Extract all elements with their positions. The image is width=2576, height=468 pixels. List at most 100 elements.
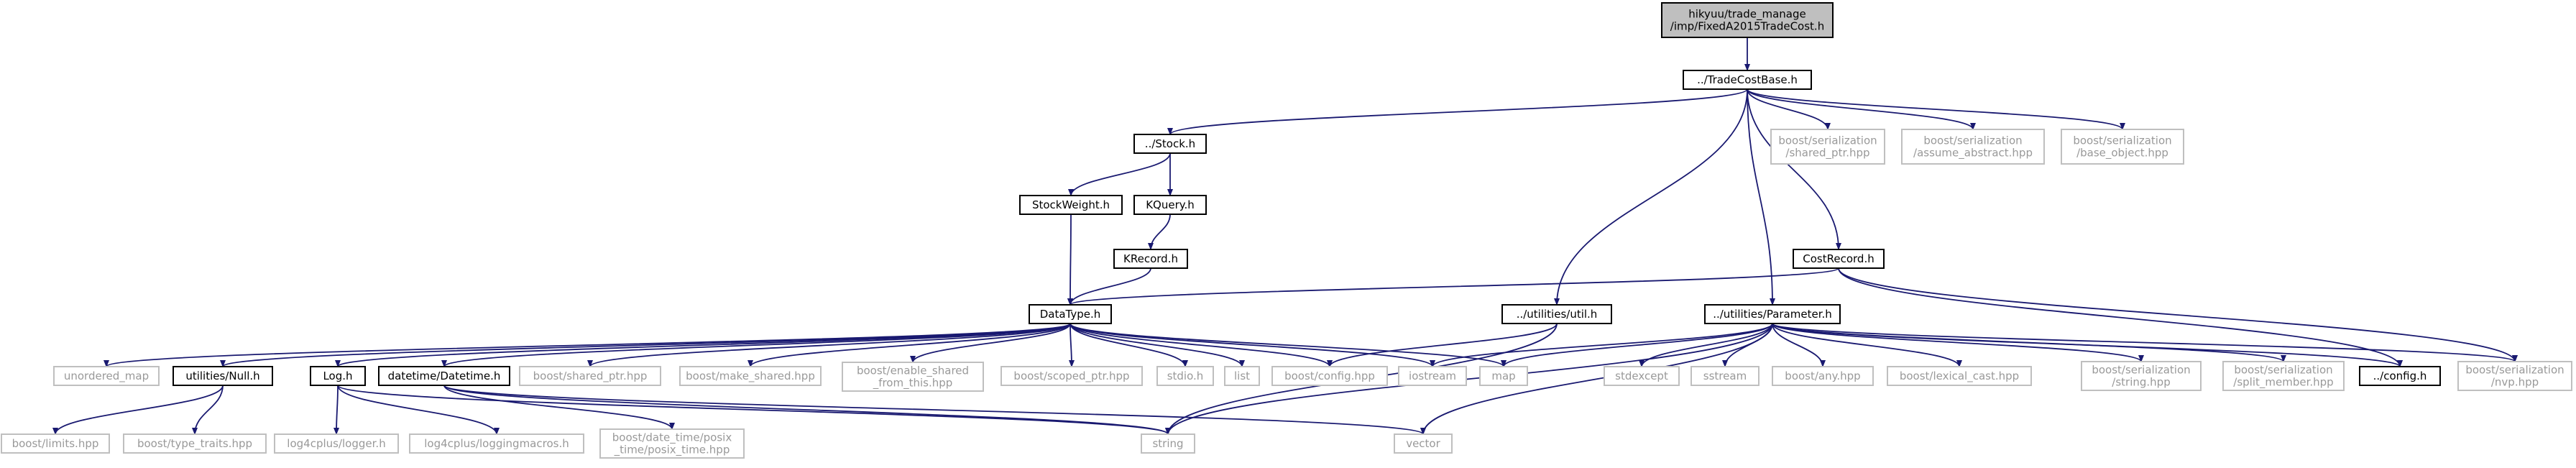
node-log[interactable]: Log.h: [310, 366, 366, 386]
node-label: CostRecord.h: [1803, 252, 1874, 265]
edge-param-to-ios: [1430, 323, 1773, 367]
edge-ddt-to-string: [443, 385, 1171, 435]
node-um: unordered_map: [53, 366, 160, 386]
edge-dt-to-log: [335, 323, 1071, 367]
node-box: [1772, 366, 1874, 386]
node-kr[interactable]: KRecord.h: [1113, 249, 1188, 269]
edge-param-to-stdexc: [1639, 323, 1773, 367]
node-label: boost/make_shared.hpp: [686, 370, 815, 383]
node-sw[interactable]: StockWeight.h: [1019, 195, 1123, 215]
edge-param-to-bss: [1772, 323, 2144, 362]
node-util[interactable]: ../utilities/util.h: [1501, 304, 1612, 324]
node-box: [1479, 366, 1528, 386]
edge-tcb-to-util: [1554, 88, 1748, 306]
node-label: ../TradeCostBase.h: [1697, 73, 1798, 86]
node-box: [53, 366, 160, 386]
node-label: sstream: [1703, 370, 1747, 382]
node-cr[interactable]: CostRecord.h: [1793, 249, 1885, 269]
node-bsm: boost/serialization/split_member.hpp: [2222, 361, 2345, 391]
node-bconf: boost/config.hpp: [1271, 366, 1388, 386]
node-label: boost/serialization: [1778, 134, 1877, 147]
node-label: stdio.h: [1167, 370, 1204, 382]
node-conf[interactable]: ../config.h: [2359, 366, 2441, 386]
edges-layer: [52, 37, 2518, 435]
edge-stock-to-sw: [1068, 152, 1171, 196]
edge-dt-to-ddt: [441, 323, 1071, 367]
node-label: utilities/Null.h: [185, 370, 259, 382]
node-label: ../config.h: [2373, 370, 2427, 382]
node-label: vector: [1406, 437, 1440, 450]
edge-tcb-to-sp: [1747, 88, 1831, 130]
node-box: [1, 433, 110, 454]
edge-dt-to-bsp: [587, 323, 1071, 367]
node-box: [1901, 129, 2045, 165]
node-label: Log.h: [323, 370, 352, 382]
node-label: stdexcept: [1615, 370, 1668, 382]
edge-tcb-to-param: [1747, 88, 1775, 306]
edge-dt-to-um: [104, 323, 1071, 367]
node-label: ../utilities/Parameter.h: [1713, 308, 1832, 321]
node-box: [1661, 2, 1834, 38]
node-param[interactable]: ../utilities/Parameter.h: [1704, 304, 1841, 324]
node-root[interactable]: hikyuu/trade_manage/imp/FixedA2015TradeC…: [1661, 2, 1834, 38]
node-box: [378, 366, 510, 386]
node-vector: vector: [1394, 433, 1453, 454]
edge-log-to-l4m: [337, 385, 500, 435]
edge-dt-to-null: [220, 323, 1071, 367]
node-box: [1113, 249, 1188, 269]
node-dt[interactable]: DataType.h: [1029, 304, 1112, 324]
node-label: /nvp.hpp: [2491, 376, 2539, 389]
edge-dt-to-bconf: [1070, 323, 1333, 367]
node-label: datetime/Datetime.h: [388, 370, 501, 382]
node-label: KRecord.h: [1123, 252, 1178, 265]
node-box: [2457, 361, 2572, 391]
edge-dt-to-bscp: [1068, 323, 1075, 367]
node-null[interactable]: utilities/Null.h: [172, 366, 273, 386]
node-box: [1793, 249, 1885, 269]
node-ddt[interactable]: datetime/Datetime.h: [378, 366, 510, 386]
node-label: hikyuu/trade_manage: [1688, 8, 1806, 22]
edge-dt-to-bms: [748, 323, 1071, 367]
node-box: [274, 433, 399, 454]
node-bss: boost/serialization/string.hpp: [2081, 361, 2202, 391]
node-label: boost/enable_shared: [857, 364, 969, 378]
node-box: [1604, 366, 1680, 386]
node-label: boost/scoped_ptr.hpp: [1013, 370, 1129, 383]
node-box: [1133, 134, 1207, 154]
node-bsp: boost/shared_ptr.hpp: [519, 366, 661, 386]
node-kq[interactable]: KQuery.h: [1133, 195, 1207, 215]
node-label: log4cplus/loggingmacros.h: [424, 437, 569, 450]
node-stock[interactable]: ../Stock.h: [1133, 134, 1207, 154]
edge-log-to-string: [337, 385, 1171, 435]
node-label: DataType.h: [1040, 308, 1101, 321]
node-box: [519, 366, 661, 386]
node-box: [1156, 366, 1214, 386]
node-box: [679, 366, 822, 386]
nodes-layer: hikyuu/trade_manage/imp/FixedA2015TradeC…: [1, 2, 2572, 459]
node-label: /imp/FixedA2015TradeCost.h: [1670, 20, 1824, 33]
node-tcb[interactable]: ../TradeCostBase.h: [1683, 70, 1812, 90]
node-label: ../utilities/util.h: [1517, 308, 1598, 321]
node-box: [172, 366, 273, 386]
node-label: KQuery.h: [1146, 198, 1195, 211]
node-box: [1271, 366, 1388, 386]
node-box: [599, 428, 745, 459]
node-nvp: boost/serialization/nvp.hpp: [2457, 361, 2572, 391]
edge-ddt-to-bdt: [443, 385, 675, 430]
node-label: /assume_abstract.hpp: [1913, 147, 2033, 160]
node-l4l: log4cplus/logger.h: [274, 433, 399, 454]
edge-param-to-string: [1165, 323, 1773, 435]
node-box: [1501, 304, 1612, 324]
edge-param-to-blc: [1772, 323, 1962, 367]
edge-dt-to-ios: [1070, 323, 1435, 367]
edge-null-to-btt: [192, 385, 224, 435]
edge-ddt-to-vector: [443, 385, 1426, 435]
node-blc: boost/lexical_cast.hpp: [1887, 366, 2032, 386]
node-stdio: stdio.h: [1156, 366, 1214, 386]
node-string: string: [1141, 433, 1195, 454]
node-box: [2222, 361, 2345, 391]
edge-param-to-bany: [1772, 323, 1826, 367]
edge-cr-to-nvp: [1838, 267, 2518, 362]
node-box: [1029, 304, 1112, 324]
node-bdt: boost/date_time/posix_time/posix_time.hp…: [599, 428, 745, 459]
